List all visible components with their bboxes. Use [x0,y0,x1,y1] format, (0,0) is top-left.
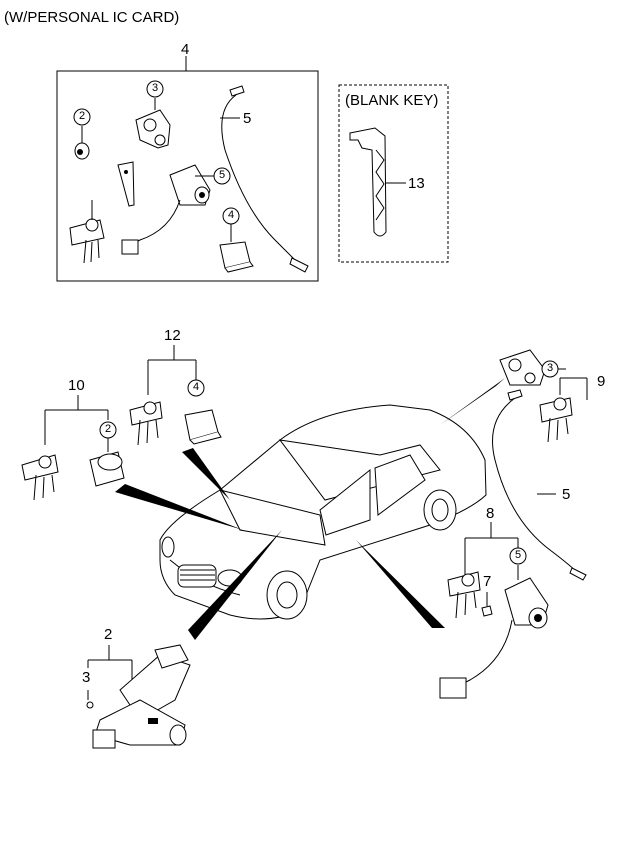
pointer-wedge-door [356,540,445,628]
group9-keys-icon [539,397,573,443]
bracket-10 [44,395,109,445]
group8-keys-icon [447,571,481,619]
bracket-9 [542,368,588,400]
kit-key-fob-icon [117,161,135,207]
group9-cable-icon [492,389,587,581]
callout-12: 12 [164,327,181,344]
group10-keys-icon [21,454,59,501]
callout-4-top: 4 [228,209,235,221]
group8-ignition-icon [439,565,549,699]
bracket-8 [464,522,519,575]
variant-label: (W/PERSONAL IC CARD) [4,9,180,26]
kit-cable-icon [220,85,309,273]
callout-5-bottom: 5 [515,549,522,561]
kit-part-3-lock-icon [135,98,171,149]
group9-lock-icon [499,349,546,386]
kit-part-4-module-icon [219,224,254,273]
callout-kit-4: 4 [181,41,190,58]
pointer-wedge-ignition [188,530,282,640]
callout-7: 7 [483,573,492,590]
callout-5-top-b: 5 [219,169,226,181]
bracket-12 [147,345,197,395]
callout-2-bottom: 2 [104,626,113,643]
pointer-wedge-hood [182,448,230,500]
callout-2-top: 2 [79,110,86,122]
pointer-wedge-trunk [440,378,505,425]
pointer-wedge-front [115,484,243,530]
kit-part-2-cylinder-icon [74,126,90,160]
ignition-assembly-icon [86,644,191,749]
callout-3-top: 3 [152,82,159,94]
callout-4-mid: 4 [193,381,200,393]
callout-13: 13 [408,175,425,192]
group10-cylinder-icon [89,438,125,487]
callout-10: 10 [68,377,85,394]
callout-5-top-a: 5 [243,110,252,127]
kit-box-frame [56,70,319,282]
callout-9: 9 [597,373,606,390]
part-7-nut-icon [481,592,493,617]
callout-8: 8 [486,505,495,522]
group12-keys-icon [129,401,163,446]
kit-keys-icon [69,200,105,264]
kit-part-5-ignition-icon [121,164,214,255]
callout-3-right: 3 [547,362,554,374]
callout-2-mid: 2 [105,423,112,435]
callout-3-bottom: 3 [82,669,91,686]
blank-key-frame [338,84,449,263]
car-icon [159,404,487,620]
callout-5-right: 5 [562,486,571,503]
blank-key-icon [349,127,406,237]
callout-circles [73,80,559,565]
group12-module-icon [184,409,222,445]
blank-key-label: (BLANK KEY) [345,92,439,109]
